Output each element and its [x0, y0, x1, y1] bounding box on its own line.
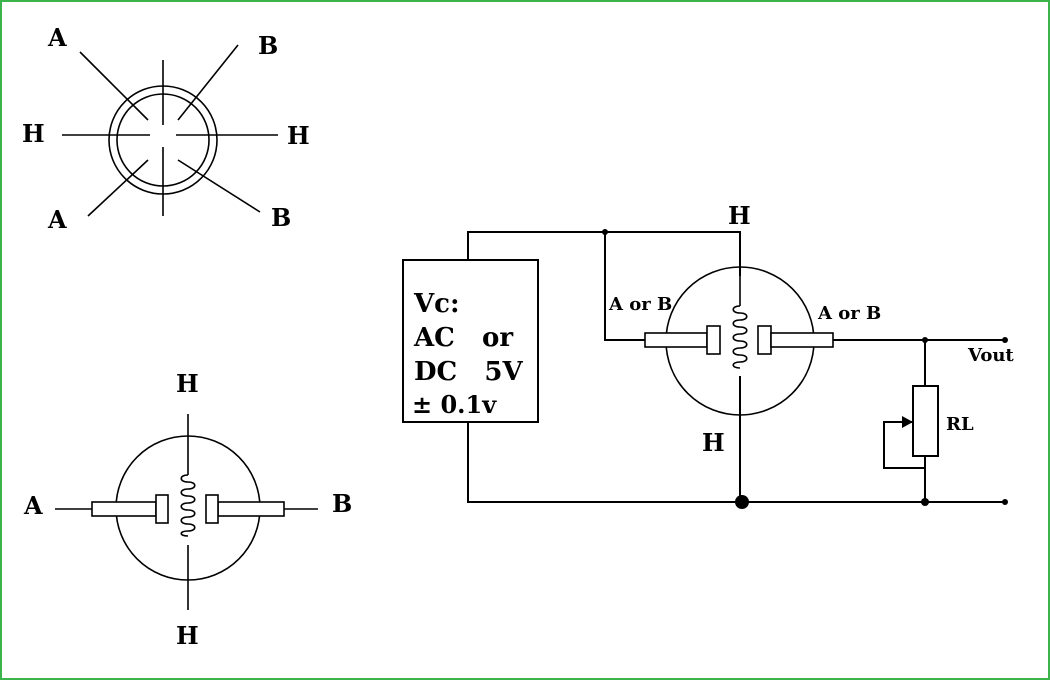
- junction-rl-bottom: [921, 498, 929, 506]
- test-circuit: Vc: AC or DC 5V ± 0.1v H: [402, 201, 1014, 509]
- supply-line-4: ± 0.1v: [412, 390, 497, 419]
- wire-electrode-left: [604, 232, 645, 341]
- sensor-electrode-a-plate: [155, 494, 169, 524]
- rl-wiper-wire: [883, 421, 925, 469]
- circuit-label-electrode-left: A or B: [608, 294, 672, 315]
- circuit-label-vout: Vout: [967, 345, 1014, 366]
- sensor-symbol: H H A B: [23, 369, 352, 650]
- circuit-heater-coil: [732, 305, 748, 369]
- pinout-label-a1: A: [47, 23, 67, 52]
- pinout-label-b2: B: [271, 203, 291, 232]
- pinout-label-h-left: H: [22, 119, 45, 148]
- circuit-label-rl: RL: [946, 414, 974, 435]
- rl-body: [912, 385, 939, 457]
- supply-line-1: Vc:: [413, 289, 460, 319]
- circuit-label-electrode-right: A or B: [817, 303, 881, 324]
- sensor-label-b: B: [332, 489, 352, 518]
- pinout-view: A B H H A B: [22, 23, 310, 234]
- circuit-electrode-left-plate: [706, 325, 721, 355]
- circuit-electrode-right-rod: [770, 332, 834, 348]
- terminal-vout: [1002, 337, 1008, 343]
- pinout-pin-a1: [79, 51, 149, 121]
- circuit-label-h-top: H: [728, 201, 751, 230]
- sensor-electrode-b-rod: [217, 501, 285, 517]
- pinout-pin-b2: [177, 159, 261, 213]
- supply-line-2: AC or: [413, 323, 513, 353]
- sensor-label-h-bottom: H: [176, 621, 199, 650]
- sensor-electrode-b-plate: [205, 494, 219, 524]
- circuit-label-h-bottom: H: [702, 428, 725, 457]
- sensor-label-h-top: H: [176, 369, 199, 398]
- sensor-label-a: A: [23, 491, 43, 520]
- supply-line-3: DC 5V: [414, 357, 523, 387]
- terminal-ground: [1002, 499, 1008, 505]
- sensor-heater-coil: [180, 474, 196, 537]
- circuit-electrode-right-plate: [757, 325, 772, 355]
- circuit-electrode-left-rod: [644, 332, 708, 348]
- pinout-label-a2: A: [47, 205, 67, 234]
- sensor-electrode-a-rod: [91, 501, 157, 517]
- pinout-pin-b1: [177, 44, 239, 121]
- supply-box: [402, 259, 539, 423]
- pinout-pin-a2: [87, 159, 149, 217]
- pinout-label-h-right: H: [287, 121, 310, 150]
- rl-wiper-arrow: [902, 416, 913, 428]
- pinout-label-b1: B: [258, 31, 278, 60]
- wire-bottom: [467, 422, 1005, 503]
- junction-bottom-main: [735, 495, 749, 509]
